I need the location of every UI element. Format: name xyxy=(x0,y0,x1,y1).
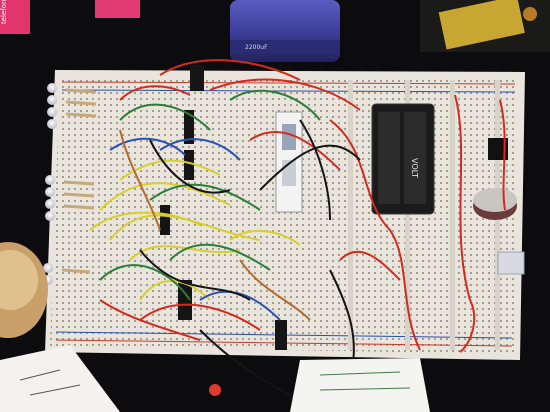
yellow-wires xyxy=(89,159,301,301)
capacitor: 2200uF xyxy=(230,0,340,62)
small-capacitor xyxy=(473,188,517,220)
bread-roll xyxy=(0,242,48,338)
paper-sheets xyxy=(0,345,430,412)
pink-card: telefono xyxy=(0,0,140,34)
seven-segment-display xyxy=(275,111,303,213)
orange-wires xyxy=(119,129,311,321)
red-led xyxy=(209,384,221,396)
battery-pack: VOLT xyxy=(371,103,435,215)
battery-text: VOLT xyxy=(410,158,419,178)
voltage-regulator xyxy=(488,138,508,160)
resistor-bank xyxy=(61,88,97,274)
yellow-device xyxy=(420,0,550,52)
pink-card-text: telefono xyxy=(0,0,8,24)
green-wires xyxy=(99,89,321,301)
black-wires xyxy=(139,119,361,401)
sensor-module xyxy=(497,251,525,275)
capacitor-text: 2200uF xyxy=(245,44,268,51)
red-wires xyxy=(99,59,506,353)
blue-wires xyxy=(109,137,281,321)
